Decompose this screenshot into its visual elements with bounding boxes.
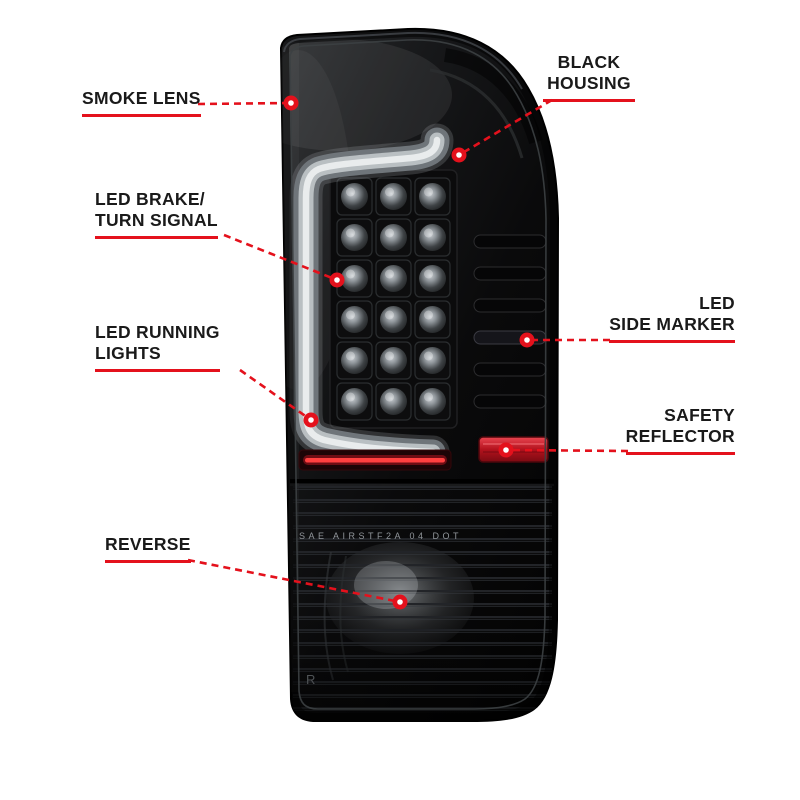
callout-safety-reflector: SAFETY REFLECTOR bbox=[625, 405, 735, 455]
callout-safety-reflector-line2: REFLECTOR bbox=[625, 426, 735, 446]
callout-black-housing-line1: BLACK bbox=[557, 52, 621, 72]
callout-lines bbox=[187, 98, 629, 604]
callout-led-brake-line2: TURN SIGNAL bbox=[95, 210, 218, 230]
callout-line-led-running bbox=[239, 368, 312, 422]
led-light-bar bbox=[289, 123, 454, 469]
callout-led-brake-line1: LED BRAKE/ bbox=[95, 189, 205, 209]
callout-line-led-brake bbox=[223, 233, 338, 282]
callout-led-brake-turn: LED BRAKE/ TURN SIGNAL bbox=[95, 189, 218, 239]
callout-smoke-lens-text: SMOKE LENS bbox=[82, 88, 201, 108]
callout-reverse: REVERSE bbox=[105, 534, 191, 563]
led-grid bbox=[329, 169, 458, 429]
running-light-strip bbox=[298, 449, 452, 471]
callout-led-side-marker: LED SIDE MARKER bbox=[609, 293, 735, 343]
lens-stamp-text: SAE AIRSTF2A 04 DOT bbox=[299, 531, 462, 541]
callout-line-smoke-lens bbox=[197, 101, 292, 106]
side-marker-lens bbox=[473, 330, 547, 345]
callout-line-black-housing bbox=[458, 98, 553, 157]
housing-details: SAE AIRSTF2A 04 DOT R bbox=[281, 28, 558, 721]
callout-dot-led-running bbox=[303, 412, 319, 428]
callout-black-housing: BLACK HOUSING bbox=[543, 52, 635, 102]
callout-reverse-text: REVERSE bbox=[105, 534, 191, 554]
callout-dot-black-housing bbox=[451, 147, 467, 163]
inner-shadow bbox=[281, 28, 558, 721]
callout-black-housing-line2: HOUSING bbox=[547, 73, 631, 93]
callout-smoke-lens: SMOKE LENS bbox=[82, 88, 201, 117]
callout-dots bbox=[283, 95, 535, 610]
callout-dot-safety-reflector bbox=[498, 442, 514, 458]
callout-led-running-line1: LED RUNNING bbox=[95, 322, 220, 342]
corner-ridge-line bbox=[429, 68, 524, 159]
callout-side-marker-line1: LED bbox=[699, 293, 735, 313]
reverse-lens-hotspot bbox=[354, 561, 418, 609]
bottom-vignette bbox=[281, 612, 558, 721]
callout-led-running-lights: LED RUNNING LIGHTS bbox=[95, 322, 220, 372]
callout-dot-led-brake bbox=[329, 272, 345, 288]
callout-dot-reverse bbox=[392, 594, 408, 610]
rim-light bbox=[283, 31, 523, 90]
callout-dot-side-marker bbox=[519, 332, 535, 348]
housing-bezel-line bbox=[289, 39, 547, 710]
callout-side-marker-line2: SIDE MARKER bbox=[609, 314, 735, 334]
callout-safety-reflector-line1: SAFETY bbox=[664, 405, 735, 425]
callout-line-reverse bbox=[187, 558, 401, 604]
callout-line-safety-reflector bbox=[505, 448, 629, 453]
callout-led-running-line2: LIGHTS bbox=[95, 343, 161, 363]
callout-dot-smoke-lens bbox=[283, 95, 299, 111]
